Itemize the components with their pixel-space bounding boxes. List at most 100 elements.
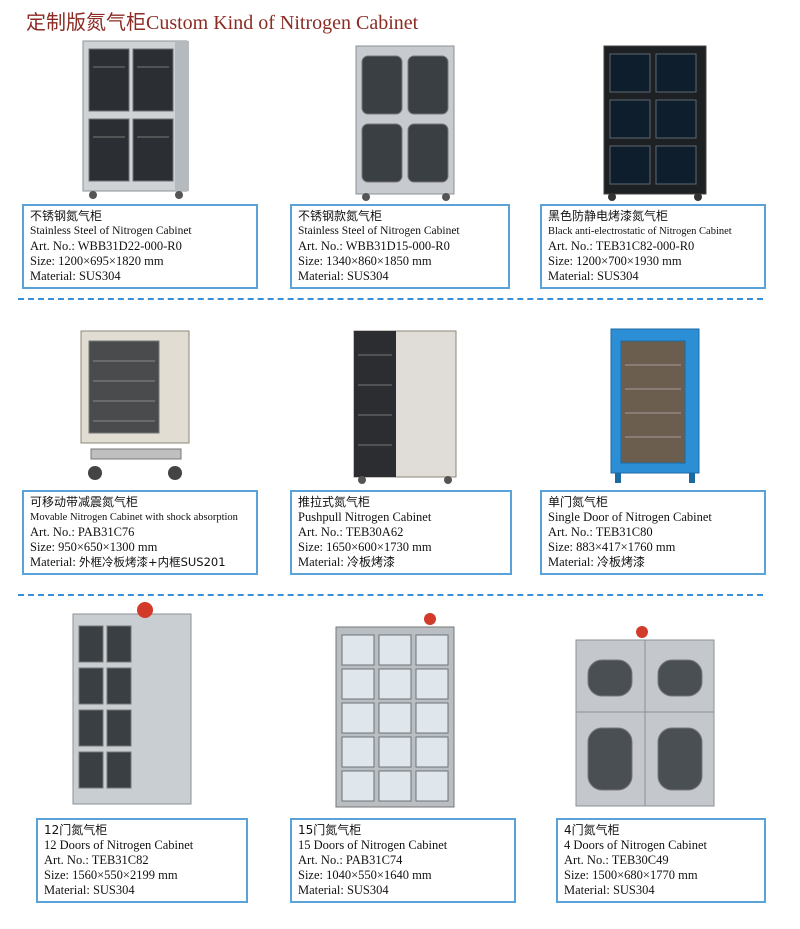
page-title-en: Custom Kind of Nitrogen Cabinet bbox=[146, 12, 419, 34]
size: Size: 1340×860×1850 mm bbox=[298, 254, 502, 269]
art-no: Art. No.: TEB30A62 bbox=[298, 525, 504, 540]
art-no-label: Art. No.: bbox=[564, 853, 609, 867]
blue-single-door-cabinet-icon bbox=[610, 328, 700, 483]
art-no-label: Art. No.: bbox=[298, 239, 343, 253]
material-value: SUS304 bbox=[346, 269, 389, 283]
product-name-cn: 可移动带减震氮气柜 bbox=[30, 495, 139, 509]
art-no-value: TEB31C80 bbox=[595, 525, 653, 539]
art-no-value: TEB30C49 bbox=[611, 853, 669, 867]
product-name-en: Black anti-electrostatic of Nitrogen Cab… bbox=[548, 226, 732, 237]
size-label: Size: bbox=[30, 254, 55, 268]
size: Size: 1560×550×2199 mm bbox=[44, 868, 240, 883]
product-name-en: 4 Doors of Nitrogen Cabinet bbox=[564, 838, 708, 852]
size: Size: 1500×680×1770 mm bbox=[564, 868, 758, 883]
size: Size: 883×417×1760 mm bbox=[548, 540, 758, 555]
art-no: Art. No.: WBB31D15-000-R0 bbox=[298, 239, 502, 254]
material: Material: SUS304 bbox=[298, 883, 508, 898]
stainless-4-door-cabinet-icon bbox=[82, 40, 189, 199]
material-label: Material: bbox=[30, 555, 76, 569]
product-name-cn: 4门氮气柜 bbox=[564, 823, 620, 837]
material-label: Material: bbox=[548, 269, 594, 283]
art-no-value: TEB30A62 bbox=[345, 525, 404, 539]
size-value: 883×417×1760 mm bbox=[576, 540, 676, 554]
art-no-value: WBB31D22-000-R0 bbox=[77, 239, 182, 253]
material-label: Material: bbox=[30, 269, 76, 283]
size-label: Size: bbox=[564, 868, 589, 882]
art-no-label: Art. No.: bbox=[298, 525, 343, 539]
art-no-value: WBB31D15-000-R0 bbox=[345, 239, 450, 253]
size: Size: 1650×600×1730 mm bbox=[298, 540, 504, 555]
size: Size: 950×650×1300 mm bbox=[30, 540, 250, 555]
product-name-cn: 单门氮气柜 bbox=[548, 495, 609, 509]
product-photo-2 bbox=[330, 36, 480, 202]
product-name-en: Stainless Steel of Nitrogen Cabinet bbox=[298, 225, 460, 237]
product-name-cn: 推拉式氮气柜 bbox=[298, 495, 371, 509]
art-no-label: Art. No.: bbox=[298, 853, 343, 867]
product-name-cn: 不锈钢氮气柜 bbox=[30, 209, 103, 223]
size-value: 1340×860×1850 mm bbox=[326, 254, 432, 268]
art-no-label: Art. No.: bbox=[30, 239, 75, 253]
product-name-en: Single Door of Nitrogen Cabinet bbox=[548, 510, 712, 524]
size-value: 950×650×1300 mm bbox=[58, 540, 158, 554]
material: Material: SUS304 bbox=[548, 269, 758, 284]
art-no: Art. No.: TEB30C49 bbox=[564, 853, 758, 868]
product-name-cn: 黑色防静电烤漆氮气柜 bbox=[548, 209, 669, 223]
material-label: Material: bbox=[44, 883, 90, 897]
page-title: 定制版氮气柜Custom Kind of Nitrogen Cabinet bbox=[26, 6, 418, 35]
art-no: Art. No.: TEB31C82-000-R0 bbox=[548, 239, 758, 254]
art-no-label: Art. No.: bbox=[30, 525, 75, 539]
art-no-label: Art. No.: bbox=[44, 853, 89, 867]
material: Material: 冷板烤漆 bbox=[548, 555, 758, 570]
material-value: SUS304 bbox=[612, 883, 655, 897]
material-value: 外框冷板烤漆+内框SUS201 bbox=[78, 555, 226, 569]
art-no-value: PAB31C76 bbox=[77, 525, 135, 539]
size-label: Size: bbox=[298, 868, 323, 882]
art-no: Art. No.: WBB31D22-000-R0 bbox=[30, 239, 250, 254]
art-no-label: Art. No.: bbox=[548, 525, 593, 539]
art-no-value: TEB31C82 bbox=[91, 853, 149, 867]
art-no: Art. No.: TEB31C82 bbox=[44, 853, 240, 868]
product-name-en: 15 Doors of Nitrogen Cabinet bbox=[298, 838, 448, 852]
art-no: Art. No.: PAB31C76 bbox=[30, 525, 250, 540]
product-name-en: Movable Nitrogen Cabinet with shock abso… bbox=[30, 512, 238, 523]
size: Size: 1200×695×1820 mm bbox=[30, 254, 250, 269]
size-value: 1200×695×1820 mm bbox=[58, 254, 164, 268]
material: Material: 冷板烤漆 bbox=[298, 555, 504, 570]
material-label: Material: bbox=[298, 555, 344, 569]
art-no-value: PAB31C74 bbox=[345, 853, 403, 867]
product-name-en: Stainless Steel of Nitrogen Cabinet bbox=[30, 225, 192, 237]
material-label: Material: bbox=[564, 883, 610, 897]
size-label: Size: bbox=[44, 868, 69, 882]
size-label: Size: bbox=[548, 540, 573, 554]
page-title-cn: 定制版氮气柜 bbox=[26, 10, 146, 34]
size-label: Size: bbox=[548, 254, 573, 268]
product-card-5: 推拉式氮气柜 Pushpull Nitrogen Cabinet Art. No… bbox=[290, 490, 512, 575]
size-label: Size: bbox=[30, 540, 55, 554]
size-value: 1040×550×1640 mm bbox=[326, 868, 432, 882]
product-photo-9 bbox=[570, 600, 720, 812]
product-card-2: 不锈钢款氮气柜 Stainless Steel of Nitrogen Cabi… bbox=[290, 204, 510, 289]
material: Material: SUS304 bbox=[564, 883, 758, 898]
15-door-cabinet-icon bbox=[335, 613, 455, 808]
material: Material: 外框冷板烤漆+内框SUS201 bbox=[30, 555, 250, 570]
art-no: Art. No.: PAB31C74 bbox=[298, 853, 508, 868]
size: Size: 1040×550×1640 mm bbox=[298, 868, 508, 883]
product-photo-3 bbox=[580, 36, 730, 202]
material-value: SUS304 bbox=[78, 269, 121, 283]
pushpull-cabinet-icon bbox=[353, 330, 457, 484]
product-name-en: 12 Doors of Nitrogen Cabinet bbox=[44, 838, 194, 852]
product-card-1: 不锈钢氮气柜 Stainless Steel of Nitrogen Cabin… bbox=[22, 204, 258, 289]
product-name-cn: 不锈钢款氮气柜 bbox=[298, 209, 383, 223]
product-card-4: 可移动带减震氮气柜 Movable Nitrogen Cabinet with … bbox=[22, 490, 258, 575]
size-value: 1650×600×1730 mm bbox=[326, 540, 432, 554]
black-6-door-cabinet-icon bbox=[603, 45, 706, 201]
product-photo-7 bbox=[60, 600, 210, 812]
product-photo-6 bbox=[580, 315, 730, 485]
art-no: Art. No.: TEB31C80 bbox=[548, 525, 758, 540]
size-value: 1200×700×1930 mm bbox=[576, 254, 682, 268]
size-label: Size: bbox=[298, 540, 323, 554]
product-card-7: 12门氮气柜 12 Doors of Nitrogen Cabinet Art.… bbox=[36, 818, 248, 903]
material-label: Material: bbox=[548, 555, 594, 569]
size-label: Size: bbox=[298, 254, 323, 268]
product-photo-5 bbox=[330, 315, 480, 485]
